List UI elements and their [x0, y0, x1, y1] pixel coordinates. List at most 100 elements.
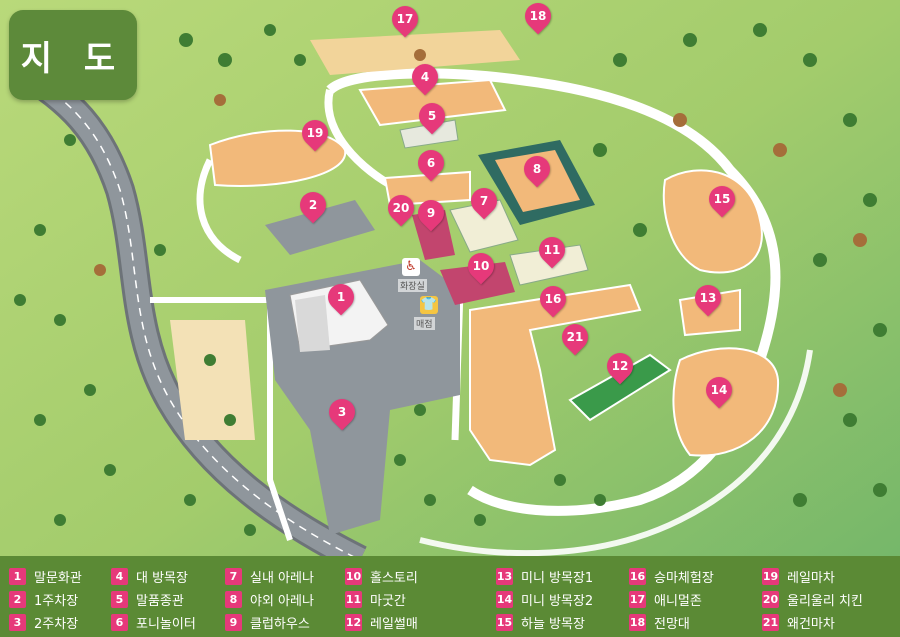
pin-15[interactable]: 15 — [703, 180, 741, 218]
legend-item[interactable]: 13 미니 방목장1 — [496, 566, 593, 586]
legend-text: 클럽하우스 — [250, 616, 310, 632]
legend-item[interactable]: 5 말품종관 — [111, 589, 184, 609]
legend-item[interactable]: 2 1주차장 — [9, 589, 78, 609]
pin-12[interactable]: 12 — [601, 347, 639, 385]
legend-item[interactable]: 21 왜건마차 — [762, 612, 835, 632]
legend-text: 전망대 — [654, 616, 690, 632]
legend-num: 10 — [345, 567, 362, 585]
legend-text: 레일마차 — [787, 570, 835, 586]
pin-label: 13 — [699, 291, 717, 305]
legend-text: 승마체험장 — [654, 570, 714, 586]
pin-label: 1 — [336, 290, 346, 304]
legend-item[interactable]: 19 레일마차 — [762, 566, 835, 586]
legend-text: 미니 방목장2 — [521, 593, 594, 609]
legend-text: 하늘 방목장 — [521, 616, 585, 632]
legend-text: 미니 방목장1 — [521, 570, 594, 586]
pin-label: 10 — [472, 259, 490, 273]
map-title: 지 도 — [20, 38, 126, 79]
legend-item[interactable]: 4 대 방목장 — [111, 566, 188, 586]
pin-20[interactable]: 20 — [382, 189, 420, 227]
legend-num: 5 — [111, 590, 128, 608]
legend-num: 19 — [762, 567, 779, 585]
legend-num: 9 — [225, 613, 242, 631]
legend-num: 8 — [225, 590, 242, 608]
pin-label: 15 — [713, 192, 731, 206]
pin-label: 5 — [427, 109, 437, 123]
pin-label: 9 — [426, 206, 436, 220]
pin-5[interactable]: 5 — [413, 97, 451, 135]
pin-1[interactable]: 1 — [322, 278, 360, 316]
pin-16[interactable]: 16 — [534, 280, 572, 318]
pin-14[interactable]: 14 — [700, 371, 738, 409]
legend-item[interactable]: 8 야외 아레나 — [225, 589, 314, 609]
shop-label: 매점 — [414, 317, 435, 330]
legend-text: 말문화관 — [34, 570, 82, 586]
pin-10[interactable]: 10 — [462, 247, 500, 285]
legend-num: 21 — [762, 613, 779, 631]
legend-num: 12 — [345, 613, 362, 631]
legend-text: 2주차장 — [34, 616, 79, 632]
legend-text: 포니놀이터 — [136, 616, 196, 632]
legend-item[interactable]: 14 미니 방목장2 — [496, 589, 593, 609]
pin-8[interactable]: 8 — [518, 150, 556, 188]
pin-4[interactable]: 4 — [406, 58, 444, 96]
pin-21[interactable]: 21 — [556, 318, 594, 356]
legend-num: 7 — [225, 567, 242, 585]
pin-6[interactable]: 6 — [412, 144, 450, 182]
legend-text: 야외 아레나 — [250, 593, 314, 609]
pin-label: 20 — [392, 201, 410, 215]
pin-13[interactable]: 13 — [689, 279, 727, 317]
legend-num: 17 — [629, 590, 646, 608]
legend-text: 말품종관 — [136, 593, 184, 609]
legend-num: 13 — [496, 567, 513, 585]
pin-9[interactable]: 9 — [412, 194, 450, 232]
legend-item[interactable]: 1 말문화관 — [9, 566, 82, 586]
legend-num: 14 — [496, 590, 513, 608]
pin-11[interactable]: 11 — [533, 231, 571, 269]
legend-num: 1 — [9, 567, 26, 585]
pin-label: 4 — [420, 70, 430, 84]
pin-label: 14 — [710, 383, 728, 397]
pin-label: 6 — [426, 156, 436, 170]
pin-label: 8 — [532, 162, 542, 176]
shop-icon: 👕 — [420, 296, 438, 314]
legend-num: 20 — [762, 590, 779, 608]
legend-num: 18 — [629, 613, 646, 631]
legend-text: 실내 아레나 — [250, 570, 314, 586]
restroom-icon: ♿ — [402, 258, 420, 276]
pin-17[interactable]: 17 — [386, 0, 424, 38]
pin-7[interactable]: 7 — [465, 182, 503, 220]
pin-label: 11 — [543, 243, 561, 257]
pin-label: 19 — [306, 126, 324, 140]
pin-label: 21 — [566, 330, 584, 344]
legend-num: 11 — [345, 590, 362, 608]
map-title-box: 지 도 — [9, 10, 137, 100]
legend-text: 대 방목장 — [136, 570, 188, 586]
legend-item[interactable]: 18 전망대 — [629, 612, 690, 632]
pin-label: 2 — [308, 198, 318, 212]
pin-2[interactable]: 2 — [294, 186, 332, 224]
legend-text: 1주차장 — [34, 593, 79, 609]
legend-item[interactable]: 9 클럽하우스 — [225, 612, 310, 632]
legend-text: 애니멀존 — [654, 593, 702, 609]
restroom-label: 화장실 — [398, 279, 427, 292]
legend-item[interactable]: 17 애니멀존 — [629, 589, 702, 609]
pin-3[interactable]: 3 — [323, 393, 361, 431]
legend-num: 2 — [9, 590, 26, 608]
legend-text: 왜건마차 — [787, 616, 835, 632]
legend-num: 3 — [9, 613, 26, 631]
pin-19[interactable]: 19 — [296, 114, 334, 152]
legend-item[interactable]: 7 실내 아레나 — [225, 566, 314, 586]
legend-item[interactable]: 3 2주차장 — [9, 612, 78, 632]
legend-num: 4 — [111, 567, 128, 585]
